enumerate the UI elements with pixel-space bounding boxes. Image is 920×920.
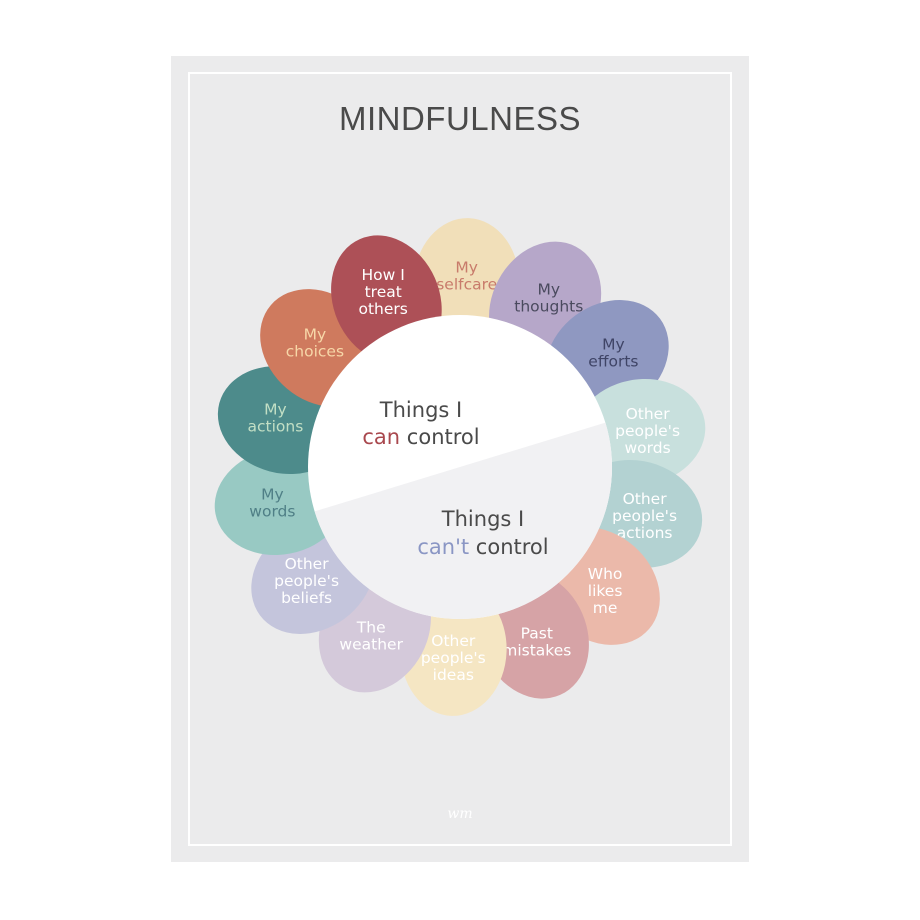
petal-label: others — [359, 300, 408, 318]
petal-label: ideas — [433, 666, 474, 684]
poster-title: MINDFULNESS — [338, 100, 582, 137]
petal-label: My — [261, 486, 284, 504]
petal-label: beliefs — [281, 589, 332, 607]
petal-label: words — [625, 439, 671, 457]
petal-label: Other — [626, 405, 671, 423]
petal-label: me — [593, 599, 618, 617]
can-highlight: can — [362, 425, 400, 449]
poster-border — [188, 72, 732, 846]
petal-label: actions — [617, 524, 673, 542]
petal-label: people's — [274, 572, 339, 590]
petal-label: My — [264, 401, 287, 419]
petal-label: How I — [362, 266, 405, 284]
petal-label: mistakes — [502, 641, 571, 659]
petal-label: likes — [588, 582, 623, 600]
petal-label: words — [249, 503, 295, 521]
petal-label: My — [538, 280, 561, 298]
petal-label: Other — [623, 490, 668, 508]
petal-label: Who — [588, 565, 623, 583]
petal-label: My — [304, 325, 327, 343]
cant-control-line1: Things I — [441, 507, 524, 531]
petal-label: My — [455, 259, 478, 277]
petal-label: people's — [421, 649, 486, 667]
can-suffix: control — [400, 425, 479, 449]
petal-label: Other — [285, 555, 330, 573]
cant-control-half — [314, 422, 613, 620]
cant-highlight: can't — [417, 535, 469, 559]
petal-label: efforts — [588, 353, 638, 371]
cant-suffix: control — [469, 535, 548, 559]
petal-label: selfcare — [436, 276, 497, 294]
petal-label: actions — [248, 418, 304, 436]
petal-label: The — [356, 619, 386, 637]
petal-label: Past — [521, 624, 553, 642]
petal-label: Other — [431, 632, 476, 650]
petal-label: My — [602, 336, 625, 354]
center-circle-group: Things I can control Things I can't cont… — [308, 315, 613, 620]
petal-label: weather — [339, 636, 403, 654]
petal-label: choices — [286, 342, 344, 360]
can-control-line2: can control — [362, 425, 479, 449]
petal-label: people's — [615, 422, 680, 440]
petal-label: treat — [365, 283, 402, 301]
petal-label: people's — [612, 507, 677, 525]
signature-logo: wm — [447, 806, 472, 822]
can-control-line1: Things I — [379, 398, 462, 422]
cant-control-line2: can't control — [417, 535, 548, 559]
petal-label: thoughts — [514, 297, 583, 315]
